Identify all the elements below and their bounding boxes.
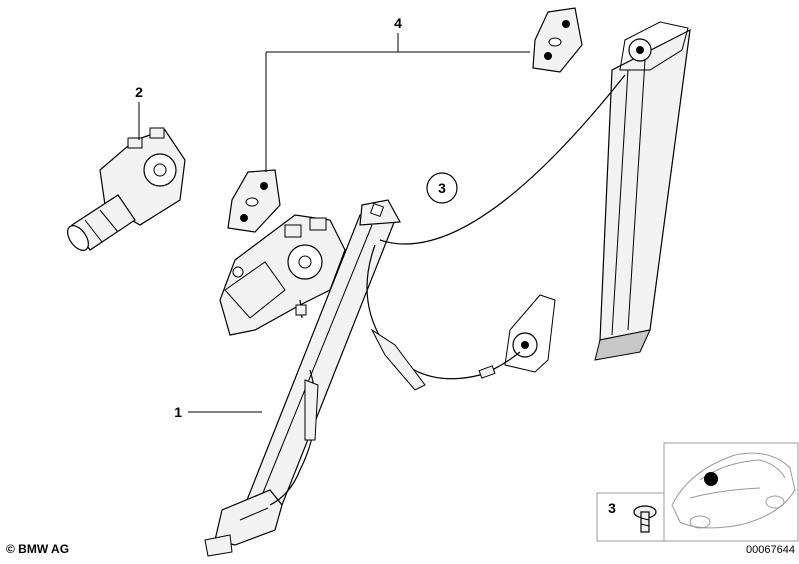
- callout-label-4: 4: [394, 15, 402, 31]
- callout-label-3-box: 3: [608, 500, 616, 516]
- copyright-text: © BMW AG: [6, 542, 69, 556]
- vehicle-location-inset: [663, 442, 799, 542]
- location-marker-icon: [704, 472, 718, 486]
- callout-1: 1: [174, 404, 262, 420]
- installed-window-motor[interactable]: [219, 214, 346, 336]
- screw-inset[interactable]: 3: [596, 492, 665, 542]
- callout-4: 4: [265, 15, 530, 172]
- window-motor[interactable]: [63, 127, 186, 254]
- callout-label-1: 1: [174, 404, 182, 420]
- mounting-bracket-upper[interactable]: [532, 7, 583, 73]
- screw-icon: [633, 505, 657, 533]
- car-outline-icon: [671, 452, 796, 529]
- document-number: 00067644: [746, 544, 795, 556]
- window-regulator-assembly[interactable]: [204, 21, 691, 557]
- callout-label-3-circle: 3: [438, 180, 446, 196]
- mounting-bracket-lower[interactable]: [227, 169, 281, 233]
- callout-2: 2: [135, 84, 143, 140]
- callout-label-2: 2: [135, 84, 143, 100]
- callout-3-circle: 3: [426, 172, 458, 204]
